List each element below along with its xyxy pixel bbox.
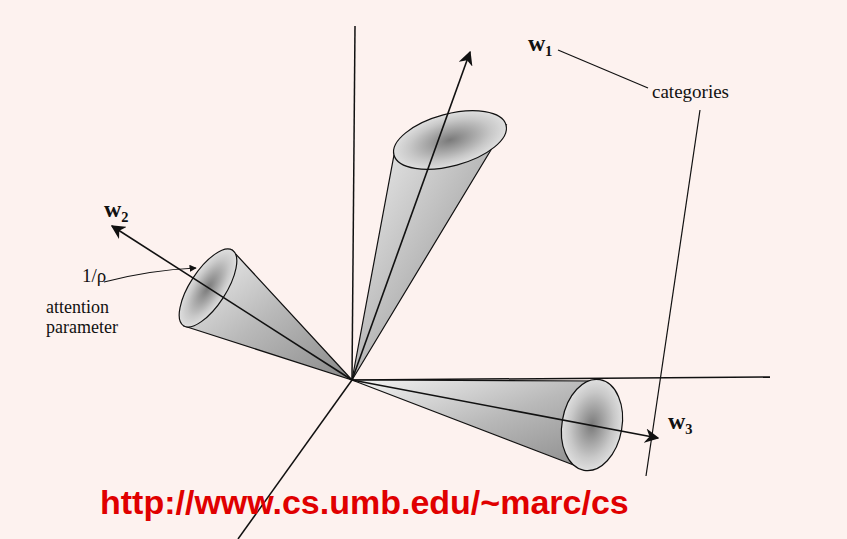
source-url: http://www.cs.umb.edu/~marc/cs: [100, 484, 629, 521]
leader-lines: [104, 50, 700, 476]
group-label: categories: [652, 82, 729, 103]
cone-w3: [352, 374, 658, 475]
cone-w2: [112, 226, 352, 380]
vector-label: w₂: [104, 196, 129, 222]
parameter-note: attention parameter: [46, 298, 156, 338]
vector-label: w₁: [528, 30, 553, 56]
cone-w1: [352, 52, 513, 380]
vector-label: w₃: [668, 408, 693, 434]
parameter-symbol: 1/ρ: [82, 266, 106, 287]
axes: [238, 26, 770, 539]
